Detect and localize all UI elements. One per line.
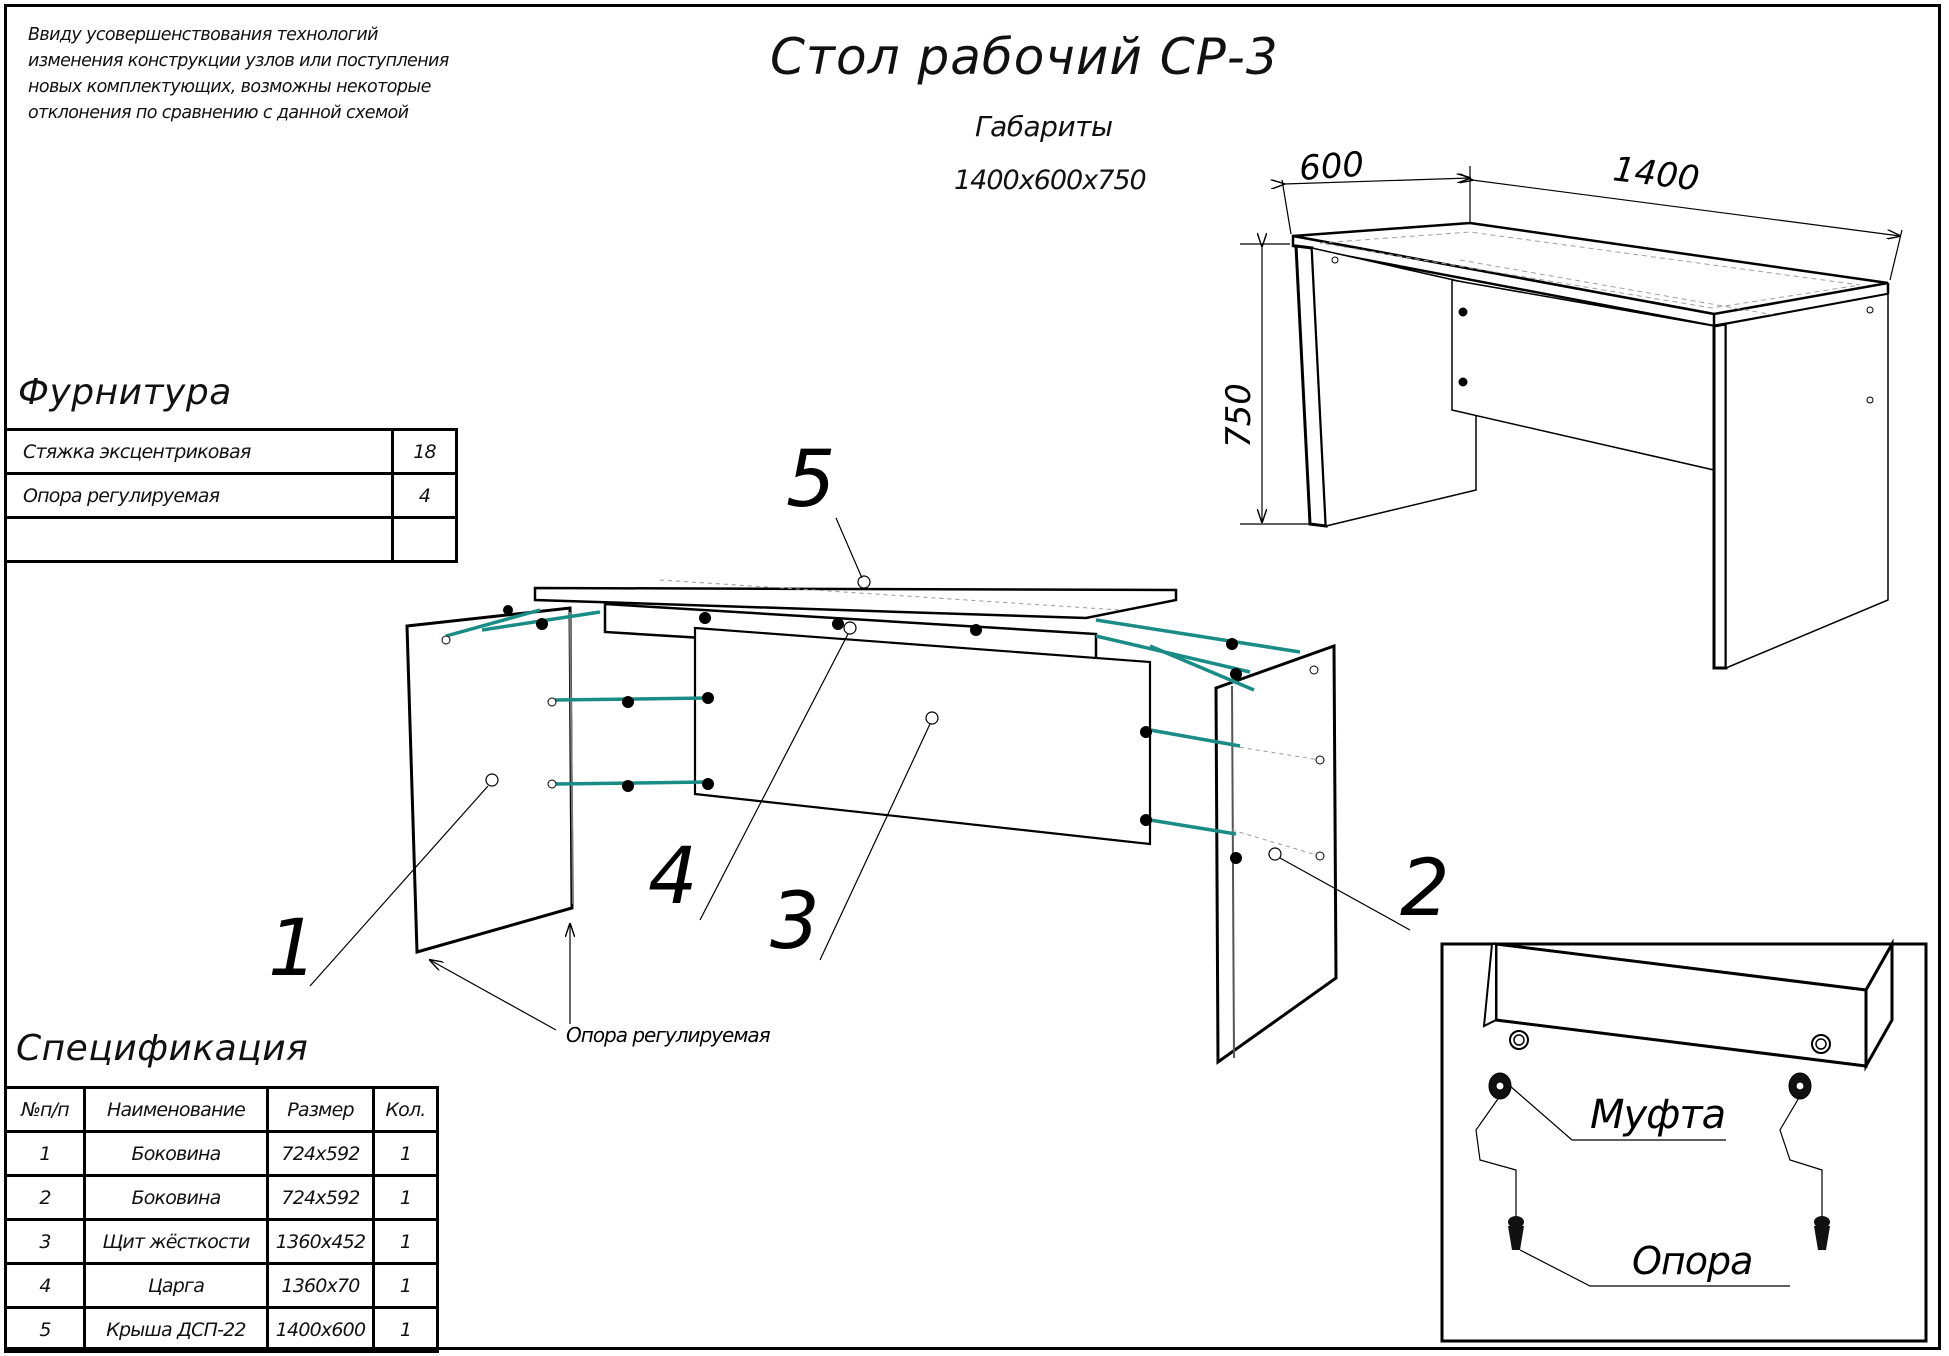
spec-cell: 5 <box>4 1306 86 1353</box>
hardware-name <box>4 516 394 563</box>
table-row: 3 Щит жёсткости 1360х452 1 <box>4 1218 439 1265</box>
spec-cell: 1 <box>372 1306 439 1353</box>
exploded-assembly <box>309 517 1411 1065</box>
coupling-icon <box>1788 1072 1812 1100</box>
detail-view <box>1440 938 1928 1343</box>
table-row: 2 Боковина 724х592 1 <box>4 1174 439 1221</box>
spec-header: Размер <box>266 1086 375 1133</box>
spec-header: Кол. <box>372 1086 439 1133</box>
hardware-qty <box>391 516 458 563</box>
hardware-name: Стяжка эксцентриковая <box>4 428 394 475</box>
spec-cell: 2 <box>4 1174 86 1221</box>
spec-cell: 1 <box>372 1130 439 1177</box>
table-row: 5 Крыша ДСП-22 1400х600 1 <box>4 1306 439 1353</box>
spec-cell: 724х592 <box>266 1130 375 1177</box>
spec-header: Наименование <box>83 1086 269 1133</box>
dimensions-label: Габариты <box>975 110 1113 143</box>
table-row: Опора регулируемая 4 <box>4 472 458 519</box>
support-icon <box>1508 1216 1524 1250</box>
callout-part-3: 3 <box>770 877 820 967</box>
note-line: изменения конструкции узлов или поступле… <box>28 51 449 71</box>
hardware-title: Фурнитура <box>18 372 232 413</box>
callout-part-5: 5 <box>786 435 836 525</box>
overview-table <box>1240 166 1903 670</box>
part-modesty-panel <box>693 626 1152 846</box>
spec-table: №п/п Наименование Размер Кол. 1 Боковина… <box>4 1086 439 1353</box>
table-row <box>4 516 458 563</box>
spec-cell: 1 <box>372 1218 439 1265</box>
callout-part-1: 1 <box>268 904 318 994</box>
note-line: Ввиду усовершенствования технологий <box>28 25 378 45</box>
spec-cell: 3 <box>4 1218 86 1265</box>
coupling-icon <box>1488 1072 1512 1100</box>
spec-cell: 1 <box>4 1130 86 1177</box>
drawing-frame <box>4 4 1941 1350</box>
overview-depth-label: 600 <box>1298 145 1366 189</box>
table-row: 1 Боковина 724х592 1 <box>4 1130 439 1177</box>
spec-cell: Боковина <box>83 1130 269 1177</box>
table-row: 4 Царга 1360х70 1 <box>4 1262 439 1309</box>
part-side-right <box>1214 643 1338 1065</box>
spec-cell: Боковина <box>83 1174 269 1221</box>
disclaimer-note: Ввиду усовершенствования технологий изме… <box>28 22 449 126</box>
spec-cell: 1 <box>372 1174 439 1221</box>
spec-title: Спецификация <box>16 1028 309 1069</box>
spec-header: №п/п <box>4 1086 86 1133</box>
drawing-title: Стол рабочий СР-3 <box>770 28 1279 86</box>
overview-width-label: 1400 <box>1611 149 1702 199</box>
hardware-qty: 4 <box>391 472 458 519</box>
part-side-left <box>405 606 574 954</box>
table-header-row: №п/п Наименование Размер Кол. <box>4 1086 439 1133</box>
note-line: отклонения по сравнению с данной схемой <box>28 103 409 123</box>
detail-support-label: Опора <box>1632 1239 1752 1283</box>
spec-cell: 1400х600 <box>266 1306 375 1353</box>
hardware-table: Стяжка эксцентриковая 18 Опора регулируе… <box>4 428 458 563</box>
note-line: новых комплектующих, возможны некоторые <box>28 77 431 97</box>
spec-cell: Щит жёсткости <box>83 1218 269 1265</box>
hardware-name: Опора регулируемая <box>4 472 394 519</box>
support-icon <box>1814 1216 1830 1250</box>
callout-part-2: 2 <box>1400 844 1450 934</box>
dimensions-value: 1400х600х750 <box>954 165 1147 196</box>
detail-coupling-label: Муфта <box>1590 1092 1725 1138</box>
spec-cell: 4 <box>4 1262 86 1309</box>
hardware-qty: 18 <box>391 428 458 475</box>
callout-foot: Опора регулируемая <box>566 1023 771 1047</box>
table-row: Стяжка эксцентриковая 18 <box>4 428 458 475</box>
spec-cell: 1 <box>372 1262 439 1309</box>
spec-cell: 724х592 <box>266 1174 375 1221</box>
spec-cell: Крыша ДСП-22 <box>83 1306 269 1353</box>
overview-height-label: 750 <box>1219 383 1259 448</box>
spec-cell: Царга <box>83 1262 269 1309</box>
callout-part-4: 4 <box>648 832 698 922</box>
spec-cell: 1360х70 <box>266 1262 375 1309</box>
spec-cell: 1360х452 <box>266 1218 375 1265</box>
part-top <box>533 586 1178 620</box>
